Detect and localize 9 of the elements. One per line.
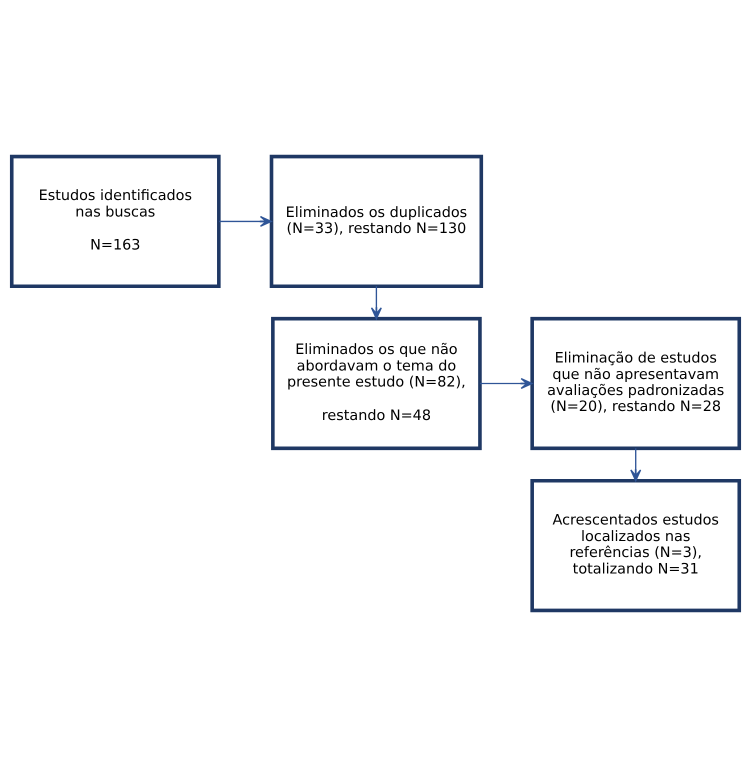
arrow bbox=[630, 448, 642, 481]
arrow bbox=[219, 215, 272, 226]
arrow bbox=[370, 286, 382, 319]
node-box: Eliminados os duplicados (N=33), restando N=130 bbox=[270, 154, 484, 288]
node-box: Estudos identificados nas buscas N=163 bbox=[10, 154, 221, 288]
node-box: Acrescentados estudos localizados nas referências (N=3), totalizando N=31 bbox=[530, 478, 742, 612]
node-box: Eliminados os que não abordavam o tema do presente estudo (N=82), restando N=48 bbox=[271, 316, 482, 450]
arrow bbox=[480, 377, 533, 389]
node-box: Eliminação de estudos que não apresentavam avaliações padronizadas (N=20), restando N=28 bbox=[530, 316, 742, 450]
